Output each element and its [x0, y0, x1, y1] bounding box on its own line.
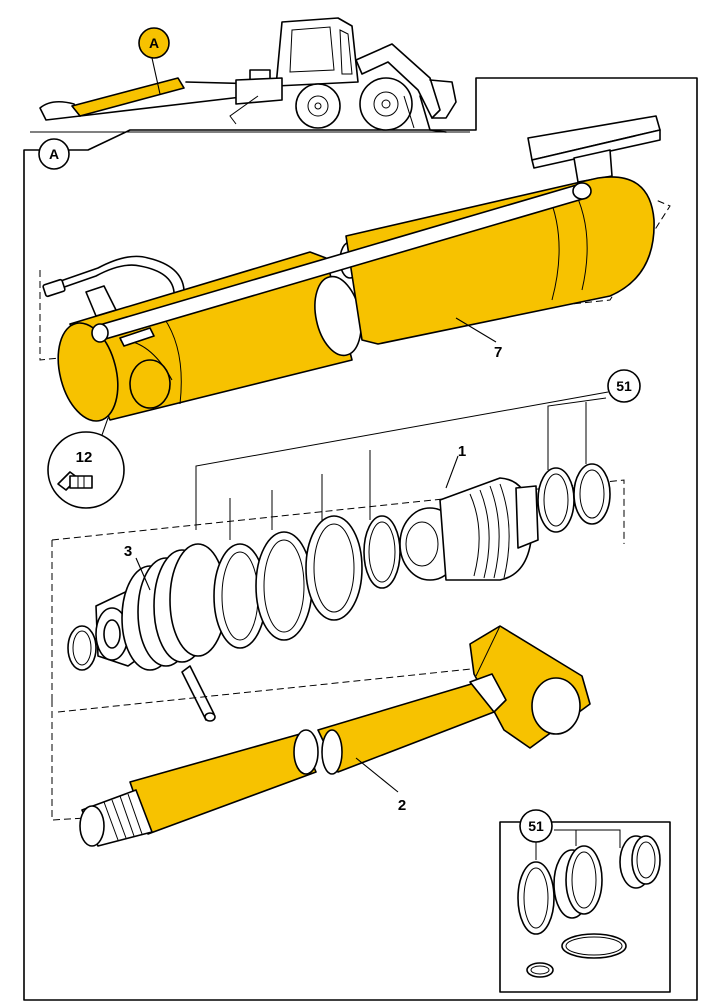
seal-ring: [573, 463, 611, 525]
callout-barrel: 7: [455, 317, 502, 361]
view-badge: A: [38, 138, 70, 170]
machine-illustration: [30, 17, 470, 133]
seal-ring: [537, 467, 575, 533]
callout-seal-kit-inset-label: 51: [528, 818, 544, 834]
piston: [399, 477, 539, 581]
seal-ring: [305, 515, 363, 621]
seal-ring: [255, 531, 313, 641]
callout-fitting-label: 12: [76, 449, 93, 466]
piston-rod: [51, 625, 591, 847]
gland-nut: [95, 543, 227, 722]
callout-seal-kit-main: 51: [195, 369, 641, 540]
seal-ring: [363, 515, 401, 589]
cylinder-barrel: [39, 115, 671, 422]
grease-nipple: 12: [47, 417, 125, 509]
callout-barrel-label: 7: [494, 344, 502, 361]
callout-seal-kit-main-label: 51: [616, 378, 632, 394]
callout-rod-label: 2: [398, 797, 406, 814]
callout-piston: 1: [445, 443, 466, 489]
callout-piston-label: 1: [458, 443, 466, 460]
view-badge-label: A: [49, 146, 59, 162]
callout-gland-label: 3: [124, 543, 132, 560]
seal-group: [51, 479, 625, 700]
callout-rod: 2: [355, 757, 406, 814]
seal-kit-inset: 51: [499, 809, 671, 993]
location-badge: A: [138, 27, 170, 95]
seal-ring: [67, 625, 97, 671]
location-badge-label: A: [149, 35, 159, 51]
callout-gland: 3: [124, 543, 151, 591]
diagram-frame: [23, 77, 698, 1001]
